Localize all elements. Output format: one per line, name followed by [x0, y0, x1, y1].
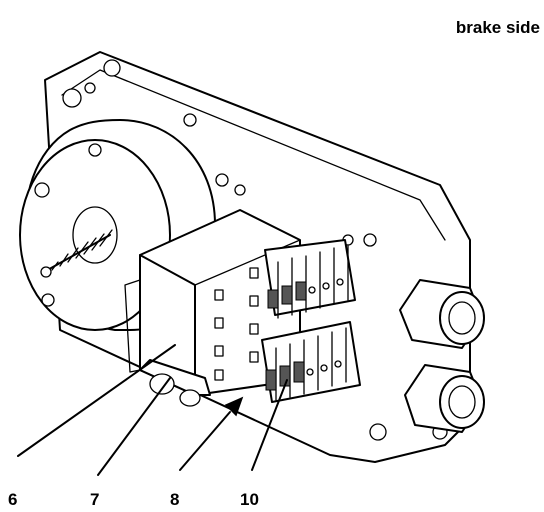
adjusting-spring [40, 229, 113, 278]
cable-gland-lower [404, 364, 485, 433]
callout-8: 8 [170, 490, 179, 509]
terminal-strip-upper [264, 239, 356, 319]
callout-10: 10 [240, 490, 259, 509]
leader-lines [17, 344, 288, 476]
callout-6: 6 [8, 490, 17, 509]
lower-plug [124, 279, 211, 407]
connector-box [139, 209, 301, 396]
arrow-marker [224, 396, 244, 417]
figure-caption: brake side [455, 18, 540, 37]
callout-7: 7 [90, 490, 99, 509]
cable-gland-upper [399, 279, 485, 349]
